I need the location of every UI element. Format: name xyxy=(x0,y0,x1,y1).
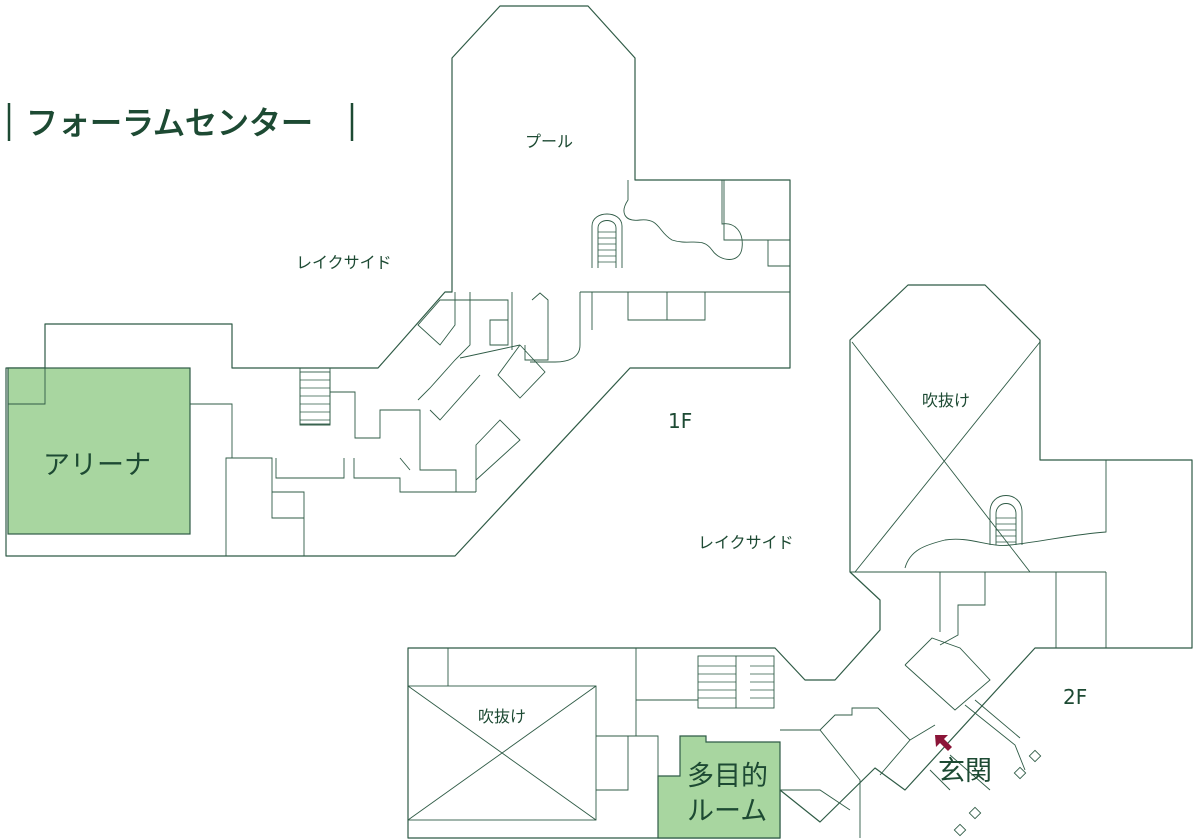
atrium-upper-curve xyxy=(904,460,1107,569)
interior-walls-2f-right xyxy=(939,572,1107,648)
room-label-lakeside-2: レイクサイド xyxy=(698,533,794,552)
floor-label-2f: 2F xyxy=(1063,685,1087,709)
room-label-entrance: 玄関 xyxy=(938,756,992,787)
room-label-atrium-upper: 吹抜け xyxy=(922,391,970,410)
room-label-multipurpose-line2: ルーム xyxy=(687,796,767,827)
stair-2f-spiral xyxy=(989,495,1023,545)
floor-1f-plan: プール レイクサイド アリーナ 1F xyxy=(5,5,791,557)
map-title: フォーラムセンター xyxy=(7,103,354,142)
arena-room[interactable] xyxy=(7,367,191,535)
floor-label-1f: 1F xyxy=(668,409,692,433)
pool-stair xyxy=(591,213,623,268)
interior-walls-1f xyxy=(190,180,790,556)
page-title: フォーラムセンター xyxy=(26,104,313,142)
multipurpose-room[interactable] xyxy=(657,735,781,839)
entrance-posts xyxy=(953,749,1042,837)
atrium-upper-outline xyxy=(407,284,1193,839)
stair-1f-center xyxy=(299,371,331,425)
interior-walls-2f-lower xyxy=(408,637,991,838)
room-label-lakeside-1: レイクサイド xyxy=(296,253,392,272)
room-label-arena: アリーナ xyxy=(43,450,151,481)
atrium-upper-void xyxy=(850,341,1106,573)
room-label-multipurpose-line1: 多目的 xyxy=(687,761,768,792)
arena-corner xyxy=(8,368,46,405)
arrow-up-left-icon xyxy=(935,735,952,751)
floor-2f-plan: 吹抜け レイクサイド 吹抜け 多目的 ルーム 玄関 2F xyxy=(407,284,1193,839)
room-label-atrium-lower: 吹抜け xyxy=(478,707,526,726)
pool-tower-outline xyxy=(5,5,791,557)
entrance-canopy xyxy=(929,699,1026,791)
atrium-lower-cross xyxy=(407,685,597,821)
room-label-pool: プール xyxy=(525,132,573,151)
atrium-lower-void xyxy=(407,685,597,821)
stair-2f-center xyxy=(697,655,775,709)
pool-shape xyxy=(623,180,743,260)
